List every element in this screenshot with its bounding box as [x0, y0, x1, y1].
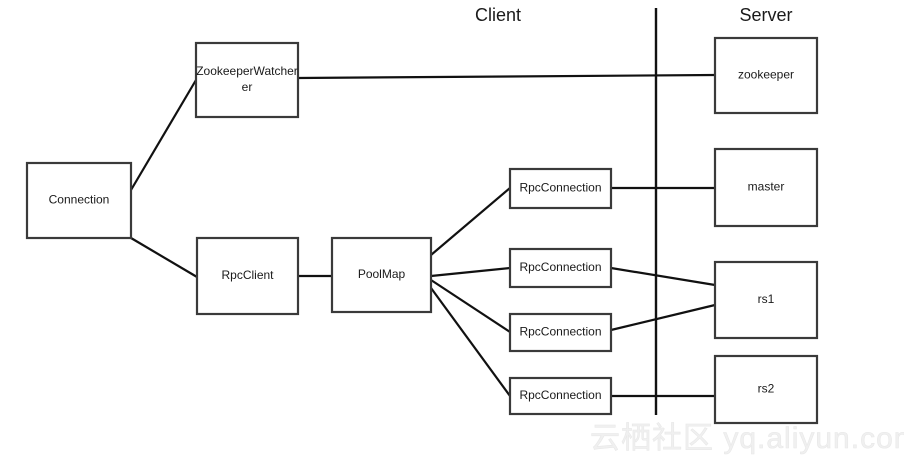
node-box-poolmap[interactable] — [330, 236, 433, 314]
edge-rpcconnection-3-rs1 — [610, 303, 716, 332]
node-label-master: master — [748, 180, 785, 194]
node-box-rs1[interactable] — [713, 260, 819, 340]
node-label-rs2: rs2 — [758, 382, 775, 396]
node-label-rpcconnection-2: RpcConnection — [519, 260, 601, 274]
node-label-rpcclient: RpcClient — [221, 268, 274, 282]
node-zookeeperwatcher[interactable]: ZookeeperWatcher er — [194, 41, 300, 119]
node-label-zookeeperwatcher: ZookeeperWatcher — [196, 64, 298, 78]
edge-connection-rpcclient — [130, 237, 198, 278]
watermark: 云栖社区 yq.aliyun.com — [590, 422, 904, 455]
node-label-rs1: rs1 — [758, 292, 775, 306]
watermark-layer: 云栖社区 yq.aliyun.com — [590, 422, 904, 456]
node-box-rpcclient[interactable] — [195, 236, 300, 316]
edge-poolmap-rpcconnection-2 — [430, 266, 511, 278]
zone-labels-layer: Client Server — [475, 5, 793, 25]
node-connection[interactable]: Connection — [25, 161, 133, 240]
node-rs1[interactable]: rs1 — [713, 260, 819, 340]
node-label-rpcconnection-1: RpcConnection — [519, 181, 601, 195]
node-label-zookeeperwatcher-line2: er — [242, 80, 253, 94]
zone-label-client: Client — [475, 5, 521, 25]
edge-poolmap-rpcconnection-4 — [430, 287, 511, 397]
edge-zookeeperwatcher-zookeeper — [297, 73, 716, 80]
node-poolmap[interactable]: PoolMap — [330, 236, 433, 314]
node-box-rpcconnection-1[interactable] — [508, 167, 613, 210]
edges-layer — [130, 73, 716, 398]
node-label-connection: Connection — [49, 193, 110, 207]
edge-rpcconnection-2-rs1 — [610, 266, 716, 287]
node-label-zookeeper: zookeeper — [738, 68, 794, 82]
edge-connection-zookeeperwatcher — [130, 79, 197, 191]
node-label-rpcconnection-4: RpcConnection — [519, 388, 601, 402]
node-box-rpcconnection-2[interactable] — [508, 247, 613, 289]
node-rpcconnection-2[interactable]: RpcConnection — [508, 247, 613, 289]
node-rpcconnection-4[interactable]: RpcConnection — [508, 376, 613, 416]
node-label-rpcconnection-3: RpcConnection — [519, 325, 601, 339]
edge-poolmap-rpcconnection-3 — [430, 279, 511, 333]
node-box-zookeeperwatcher[interactable] — [194, 41, 300, 119]
node-rpcconnection-3[interactable]: RpcConnection — [508, 312, 613, 353]
node-box-rpcconnection-3[interactable] — [508, 312, 613, 353]
node-box-zookeeper[interactable] — [713, 36, 819, 115]
node-rpcconnection-1[interactable]: RpcConnection — [508, 167, 613, 210]
node-box-rpcconnection-4[interactable] — [508, 376, 613, 416]
node-label-poolmap: PoolMap — [358, 267, 406, 281]
node-box-connection[interactable] — [25, 161, 133, 240]
node-zookeeper[interactable]: zookeeper — [713, 36, 819, 115]
node-rs2[interactable]: rs2 — [713, 354, 819, 425]
edge-poolmap-rpcconnection-1 — [430, 187, 511, 256]
node-box-master[interactable] — [713, 147, 819, 228]
node-box-rs2[interactable] — [713, 354, 819, 425]
node-rpcclient[interactable]: RpcClient — [195, 236, 300, 316]
node-master[interactable]: master — [713, 147, 819, 228]
zone-label-server: Server — [739, 5, 792, 25]
